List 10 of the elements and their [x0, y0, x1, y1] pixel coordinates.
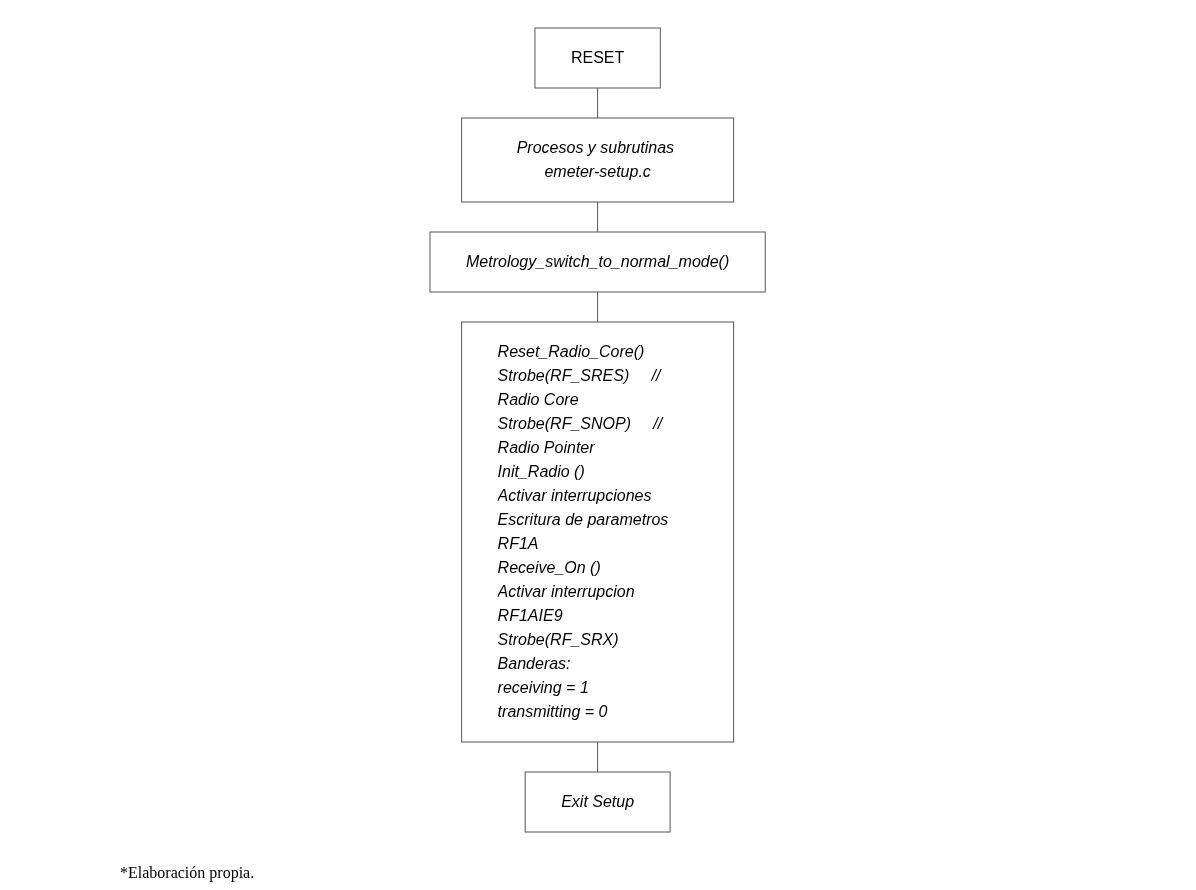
connector: [597, 201, 599, 233]
node-box: RESET: [534, 27, 662, 89]
node-box: Reset_Radio_Core() Strobe(RF_SRES) // Radio Core Strobe(RF_SNOP) // Radio Pointer Init_Radio () Activar interrupciones Escritura de parametros RF1A Receive_On () Activar interrupcion RF1AIE9 Strobe(RF_SRX) Banderas: receiving = 1 transmitting = 0: [461, 321, 735, 743]
node-box: Metrology_switch_to_normal_mode(): [429, 231, 767, 293]
connector: [597, 291, 599, 323]
connector: [597, 741, 599, 773]
node-box: Exit Setup: [525, 771, 671, 833]
connector: [597, 87, 599, 119]
caption: *Elaboración propia.: [120, 864, 255, 882]
node-box: Procesos y subrutinas emeter-setup.c: [461, 117, 735, 203]
